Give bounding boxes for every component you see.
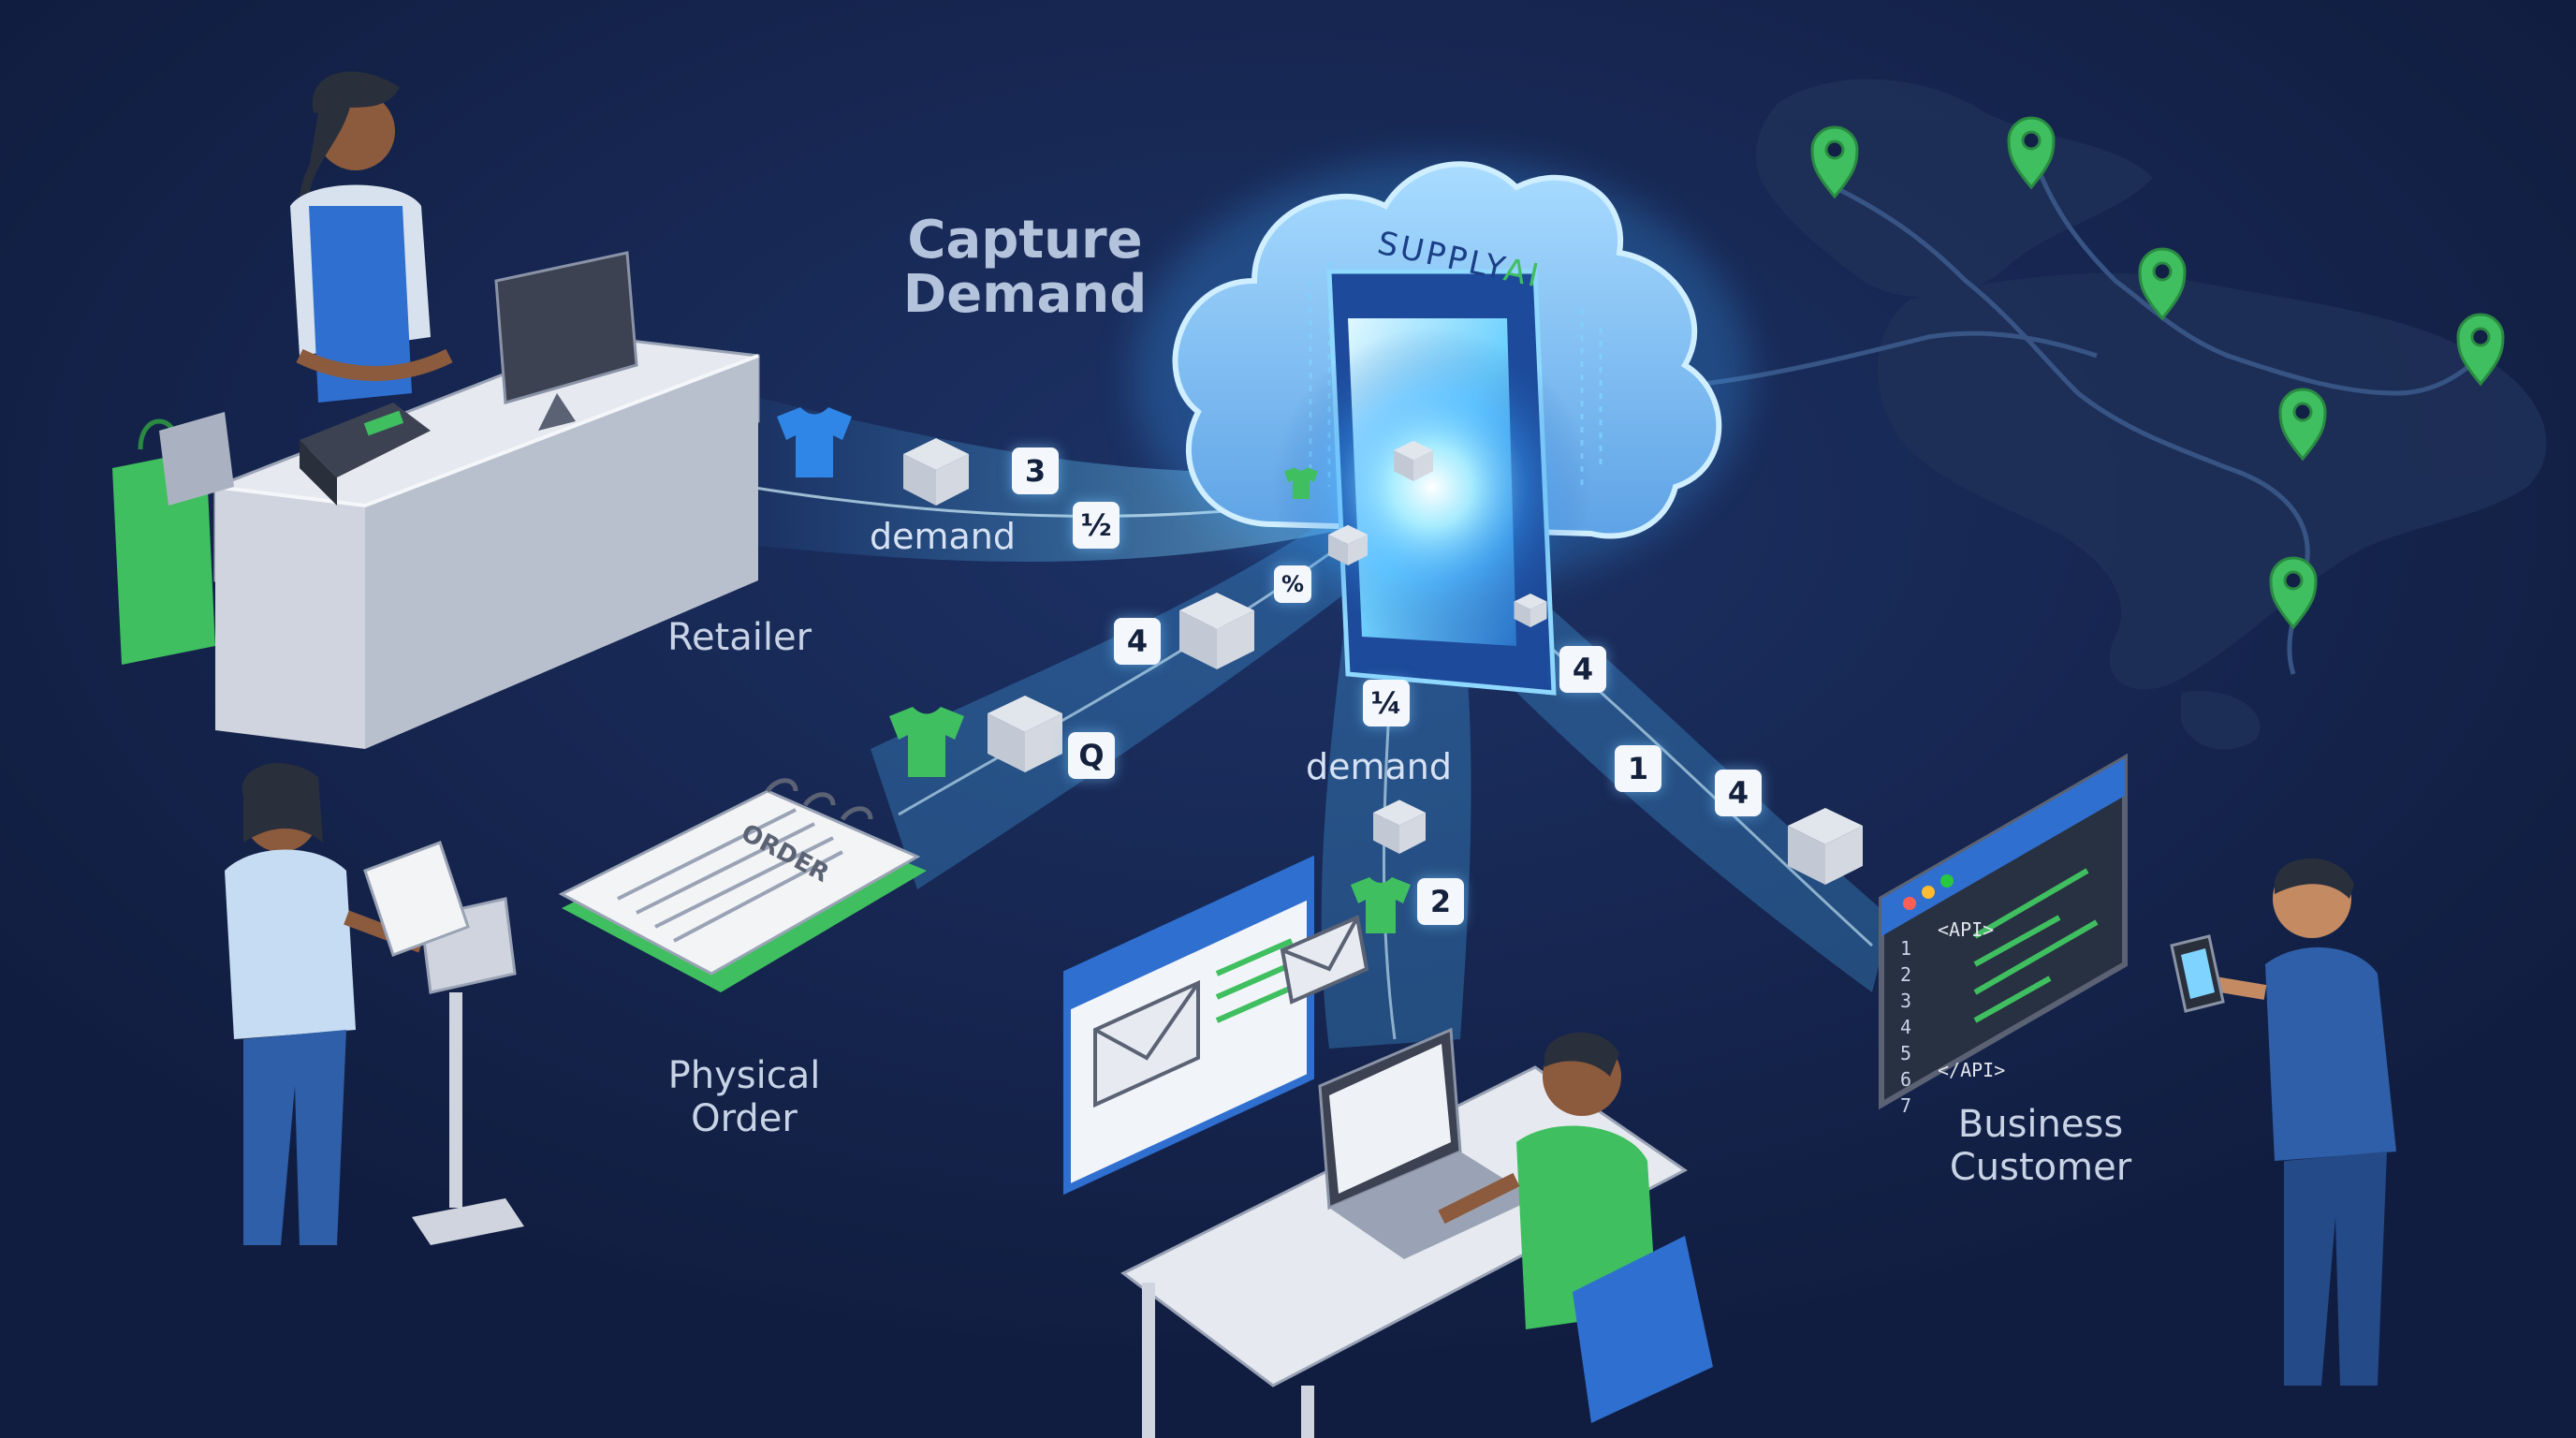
retailer-station bbox=[112, 71, 760, 749]
code-line-number: 3 bbox=[1900, 990, 1911, 1012]
code-line-number: 2 bbox=[1900, 963, 1911, 986]
order-person bbox=[225, 763, 470, 1245]
code-open-tag: <API> bbox=[1938, 918, 1994, 941]
business-person bbox=[2170, 858, 2396, 1386]
retailer-flow-label: demand bbox=[869, 516, 1016, 557]
box-icon bbox=[1328, 524, 1368, 565]
distribution-map bbox=[1703, 79, 2547, 750]
map-pin-icon bbox=[2278, 388, 2327, 462]
flow-tile: 3 bbox=[1012, 448, 1059, 494]
code-line-number: 6 bbox=[1900, 1068, 1911, 1091]
flow-items bbox=[777, 407, 1863, 1005]
flow-tile: ¼ bbox=[1363, 680, 1410, 726]
code-line-number: 1 bbox=[1900, 937, 1911, 960]
flow-tile: % bbox=[1274, 565, 1311, 603]
map-pin-icon bbox=[2007, 116, 2056, 190]
email-person bbox=[1438, 1032, 1713, 1423]
code-line-number: 4 bbox=[1900, 1016, 1911, 1038]
api-station bbox=[1879, 753, 2396, 1386]
map-pins bbox=[1810, 116, 2505, 630]
box-icon bbox=[1788, 808, 1863, 885]
box-icon bbox=[1179, 593, 1254, 669]
flow-tile: ½ bbox=[1073, 502, 1120, 549]
box-icon bbox=[1394, 440, 1433, 481]
business-customer-label: Business Customer bbox=[1949, 1103, 2132, 1189]
map-pin-icon bbox=[1810, 125, 1859, 199]
flow-tile: 4 bbox=[1114, 618, 1161, 665]
email-flow-label: demand bbox=[1305, 746, 1452, 787]
retailer-label: Retailer bbox=[666, 616, 812, 659]
monitor-icon bbox=[494, 251, 638, 431]
page-title: Capture Demand bbox=[902, 210, 1148, 325]
tshirt-icon bbox=[889, 707, 964, 777]
physical-order-station bbox=[225, 763, 927, 1245]
browser-window bbox=[1063, 855, 1314, 1196]
tshirt-icon bbox=[1351, 877, 1411, 933]
supply-portal bbox=[1273, 269, 1591, 696]
envelope-icon bbox=[1093, 979, 1200, 1108]
code-window bbox=[1879, 753, 2128, 1110]
box-icon bbox=[1514, 594, 1547, 627]
email-station bbox=[1063, 855, 1713, 1438]
flow-tile: Q bbox=[1068, 732, 1115, 779]
map-pin-icon bbox=[2456, 313, 2505, 387]
map-pin-icon bbox=[2138, 247, 2187, 321]
box-icon bbox=[988, 696, 1062, 772]
tshirt-icon bbox=[777, 407, 852, 477]
flow-tile: 2 bbox=[1417, 878, 1464, 925]
flow-tile: 4 bbox=[1559, 646, 1606, 693]
code-close-tag: </API> bbox=[1938, 1059, 2005, 1081]
cash-register-icon bbox=[300, 403, 431, 506]
box-icon bbox=[903, 438, 969, 506]
phone-icon bbox=[2170, 934, 2225, 1013]
map-pin-icon bbox=[2269, 556, 2318, 630]
box-icon bbox=[1373, 800, 1426, 854]
brand-name-part2: AI bbox=[1500, 251, 1544, 295]
tshirt-icon bbox=[1284, 467, 1318, 499]
laptop bbox=[1318, 1027, 1535, 1259]
code-line-number: 5 bbox=[1900, 1042, 1911, 1064]
code-lines: 1 2 3 4 5 6 7 <API> </API> bbox=[1900, 918, 2005, 1117]
flow-tile: 4 bbox=[1715, 770, 1762, 816]
portal-core-glow bbox=[1273, 328, 1591, 646]
retailer-person bbox=[290, 71, 453, 403]
code-line-number: 7 bbox=[1900, 1094, 1911, 1117]
envelope-icon bbox=[1280, 915, 1369, 1005]
flow-tile: 1 bbox=[1615, 745, 1661, 792]
physical-order-label: Physical Order bbox=[667, 1054, 821, 1140]
order-pad bbox=[558, 778, 927, 992]
